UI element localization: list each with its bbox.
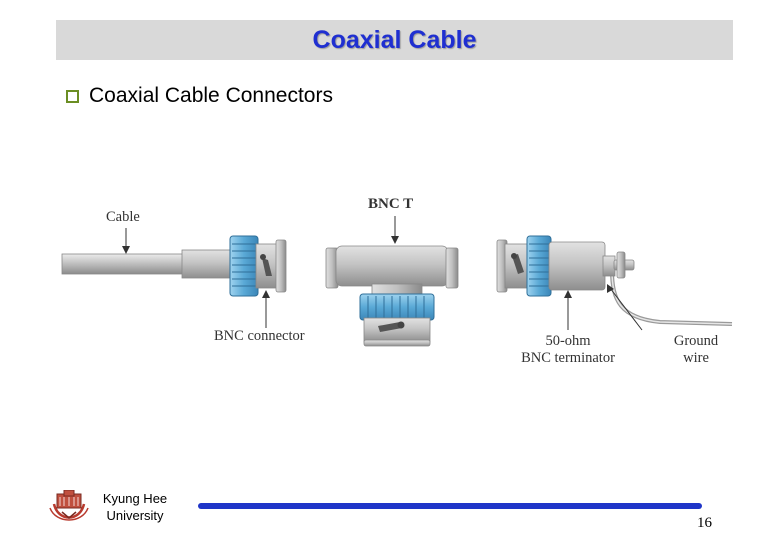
cable-with-bnc-connector bbox=[61, 235, 287, 297]
bnc-terminator bbox=[496, 235, 733, 326]
bullet-text: Coaxial Cable Connectors bbox=[89, 84, 333, 107]
label-ground-line1: Ground bbox=[673, 333, 719, 349]
label-cable: Cable bbox=[106, 209, 140, 225]
university-logo-icon bbox=[49, 490, 89, 521]
footer-divider bbox=[198, 503, 702, 509]
label-terminator-line1: 50-ohm bbox=[545, 333, 591, 349]
slide-title: Coaxial Cable bbox=[312, 25, 477, 54]
label-bnc-connector: BNC connector bbox=[214, 328, 305, 344]
label-terminator-line2: BNC terminator bbox=[521, 350, 615, 366]
label-ground-line2: wire bbox=[683, 350, 709, 366]
square-bullet-icon bbox=[66, 89, 79, 103]
bullet-item: Coaxial Cable Connectors bbox=[66, 84, 333, 108]
university-line2: University bbox=[106, 508, 164, 523]
label-terminator: 50-ohm BNC terminator bbox=[512, 333, 624, 367]
university-line1: Kyung Hee bbox=[102, 491, 168, 506]
bnc-t-connector bbox=[325, 245, 459, 347]
label-bnc-t: BNC T bbox=[368, 196, 414, 212]
title-bar: Coaxial Cable bbox=[56, 20, 733, 60]
label-ground-wire: Ground wire bbox=[664, 333, 728, 367]
pointer-arrows bbox=[122, 216, 643, 331]
university-name: Kyung Hee University bbox=[94, 490, 176, 524]
page-number: 16 bbox=[697, 515, 712, 531]
